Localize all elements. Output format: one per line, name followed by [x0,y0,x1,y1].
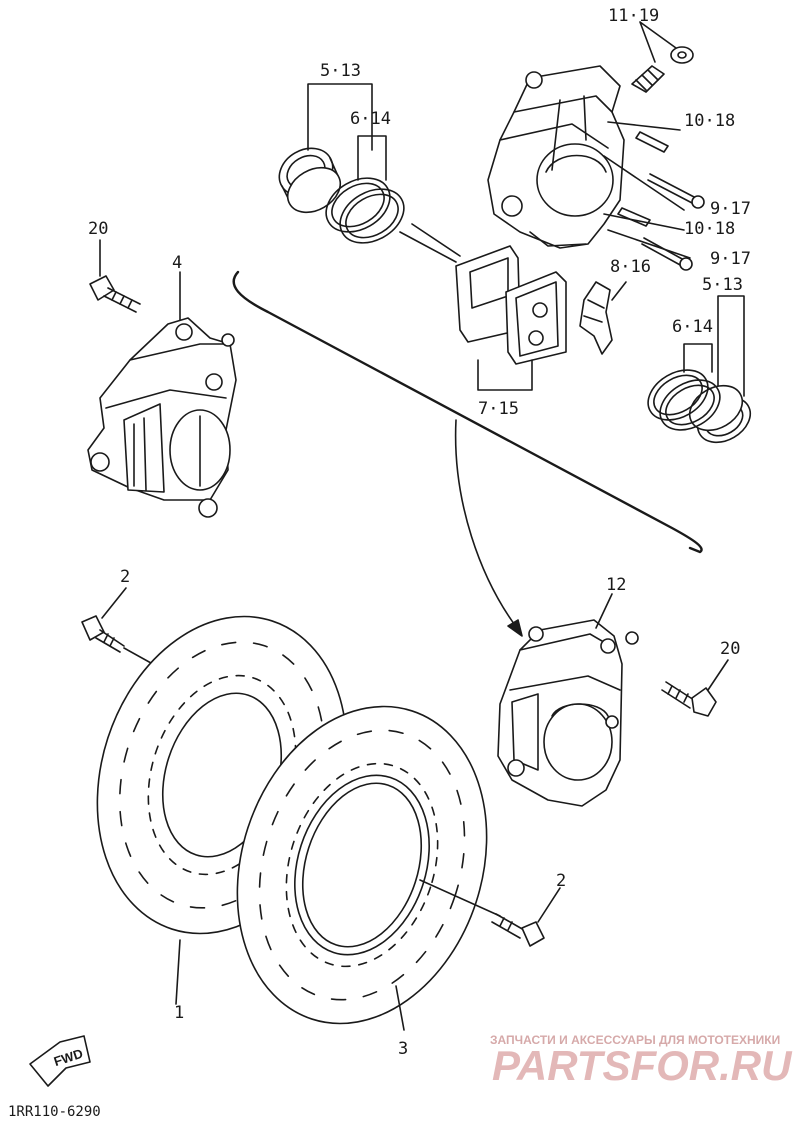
label-8-16: 8·16 [610,257,651,277]
label-2-left: 2 [120,567,130,587]
upper-caliper-body [487,65,625,249]
leader-6-14-top [357,135,387,181]
label-11-19: 11·19 [608,6,659,26]
label-9-17-b: 9·17 [710,249,751,269]
label-5-13-top: 5·13 [320,61,361,81]
leader-5-13-right [717,295,745,397]
leader-6-14-right [683,343,713,373]
bleed-screw-part [631,21,694,93]
right-caliper [497,593,639,807]
watermark-brand: PARTSFOR.RU [492,1042,793,1089]
label-12: 12 [606,575,626,595]
bolt-20-left [89,239,141,313]
lower-seals [647,369,721,431]
bolt-2-right [419,879,561,947]
left-caliper [87,271,237,518]
upper-piston [278,147,342,214]
fwd-arrow: FWD [29,1035,91,1087]
label-10-18-b: 10·18 [684,219,735,239]
label-3: 3 [398,1039,408,1059]
label-10-18-a: 10·18 [684,111,735,131]
watermark-tagline: ЗАПЧАСТИ И АКСЕССУАРЫ ДЛЯ МОТОТЕХНИКИ [490,1033,780,1047]
label-4: 4 [172,253,182,273]
leader-upper-to-pads [399,223,461,263]
label-5-13-right: 5·13 [702,275,743,295]
leader-5-13-top [307,83,373,151]
group-bracket [232,270,703,554]
lower-piston [688,384,752,444]
assembly-arrow [454,419,521,633]
label-20-right: 20 [720,639,740,659]
diagram-code: 1RR110-6290 [8,1104,101,1120]
label-2-right: 2 [556,871,566,891]
label-6-14-top: 6·14 [350,109,391,129]
label-6-14-right: 6·14 [672,317,713,337]
bolt-2-left [81,587,179,679]
upper-seals [325,177,405,244]
assembly-arrow-head [507,619,523,637]
pad-pin-and-bolts [603,121,705,271]
label-7-15: 7·15 [478,399,519,419]
label-1: 1 [174,1003,184,1023]
label-20-left: 20 [88,219,108,239]
pad-spring [579,281,627,355]
bolt-20-right [661,659,729,717]
brake-pads [455,245,567,391]
label-9-17-a: 9·17 [710,199,751,219]
